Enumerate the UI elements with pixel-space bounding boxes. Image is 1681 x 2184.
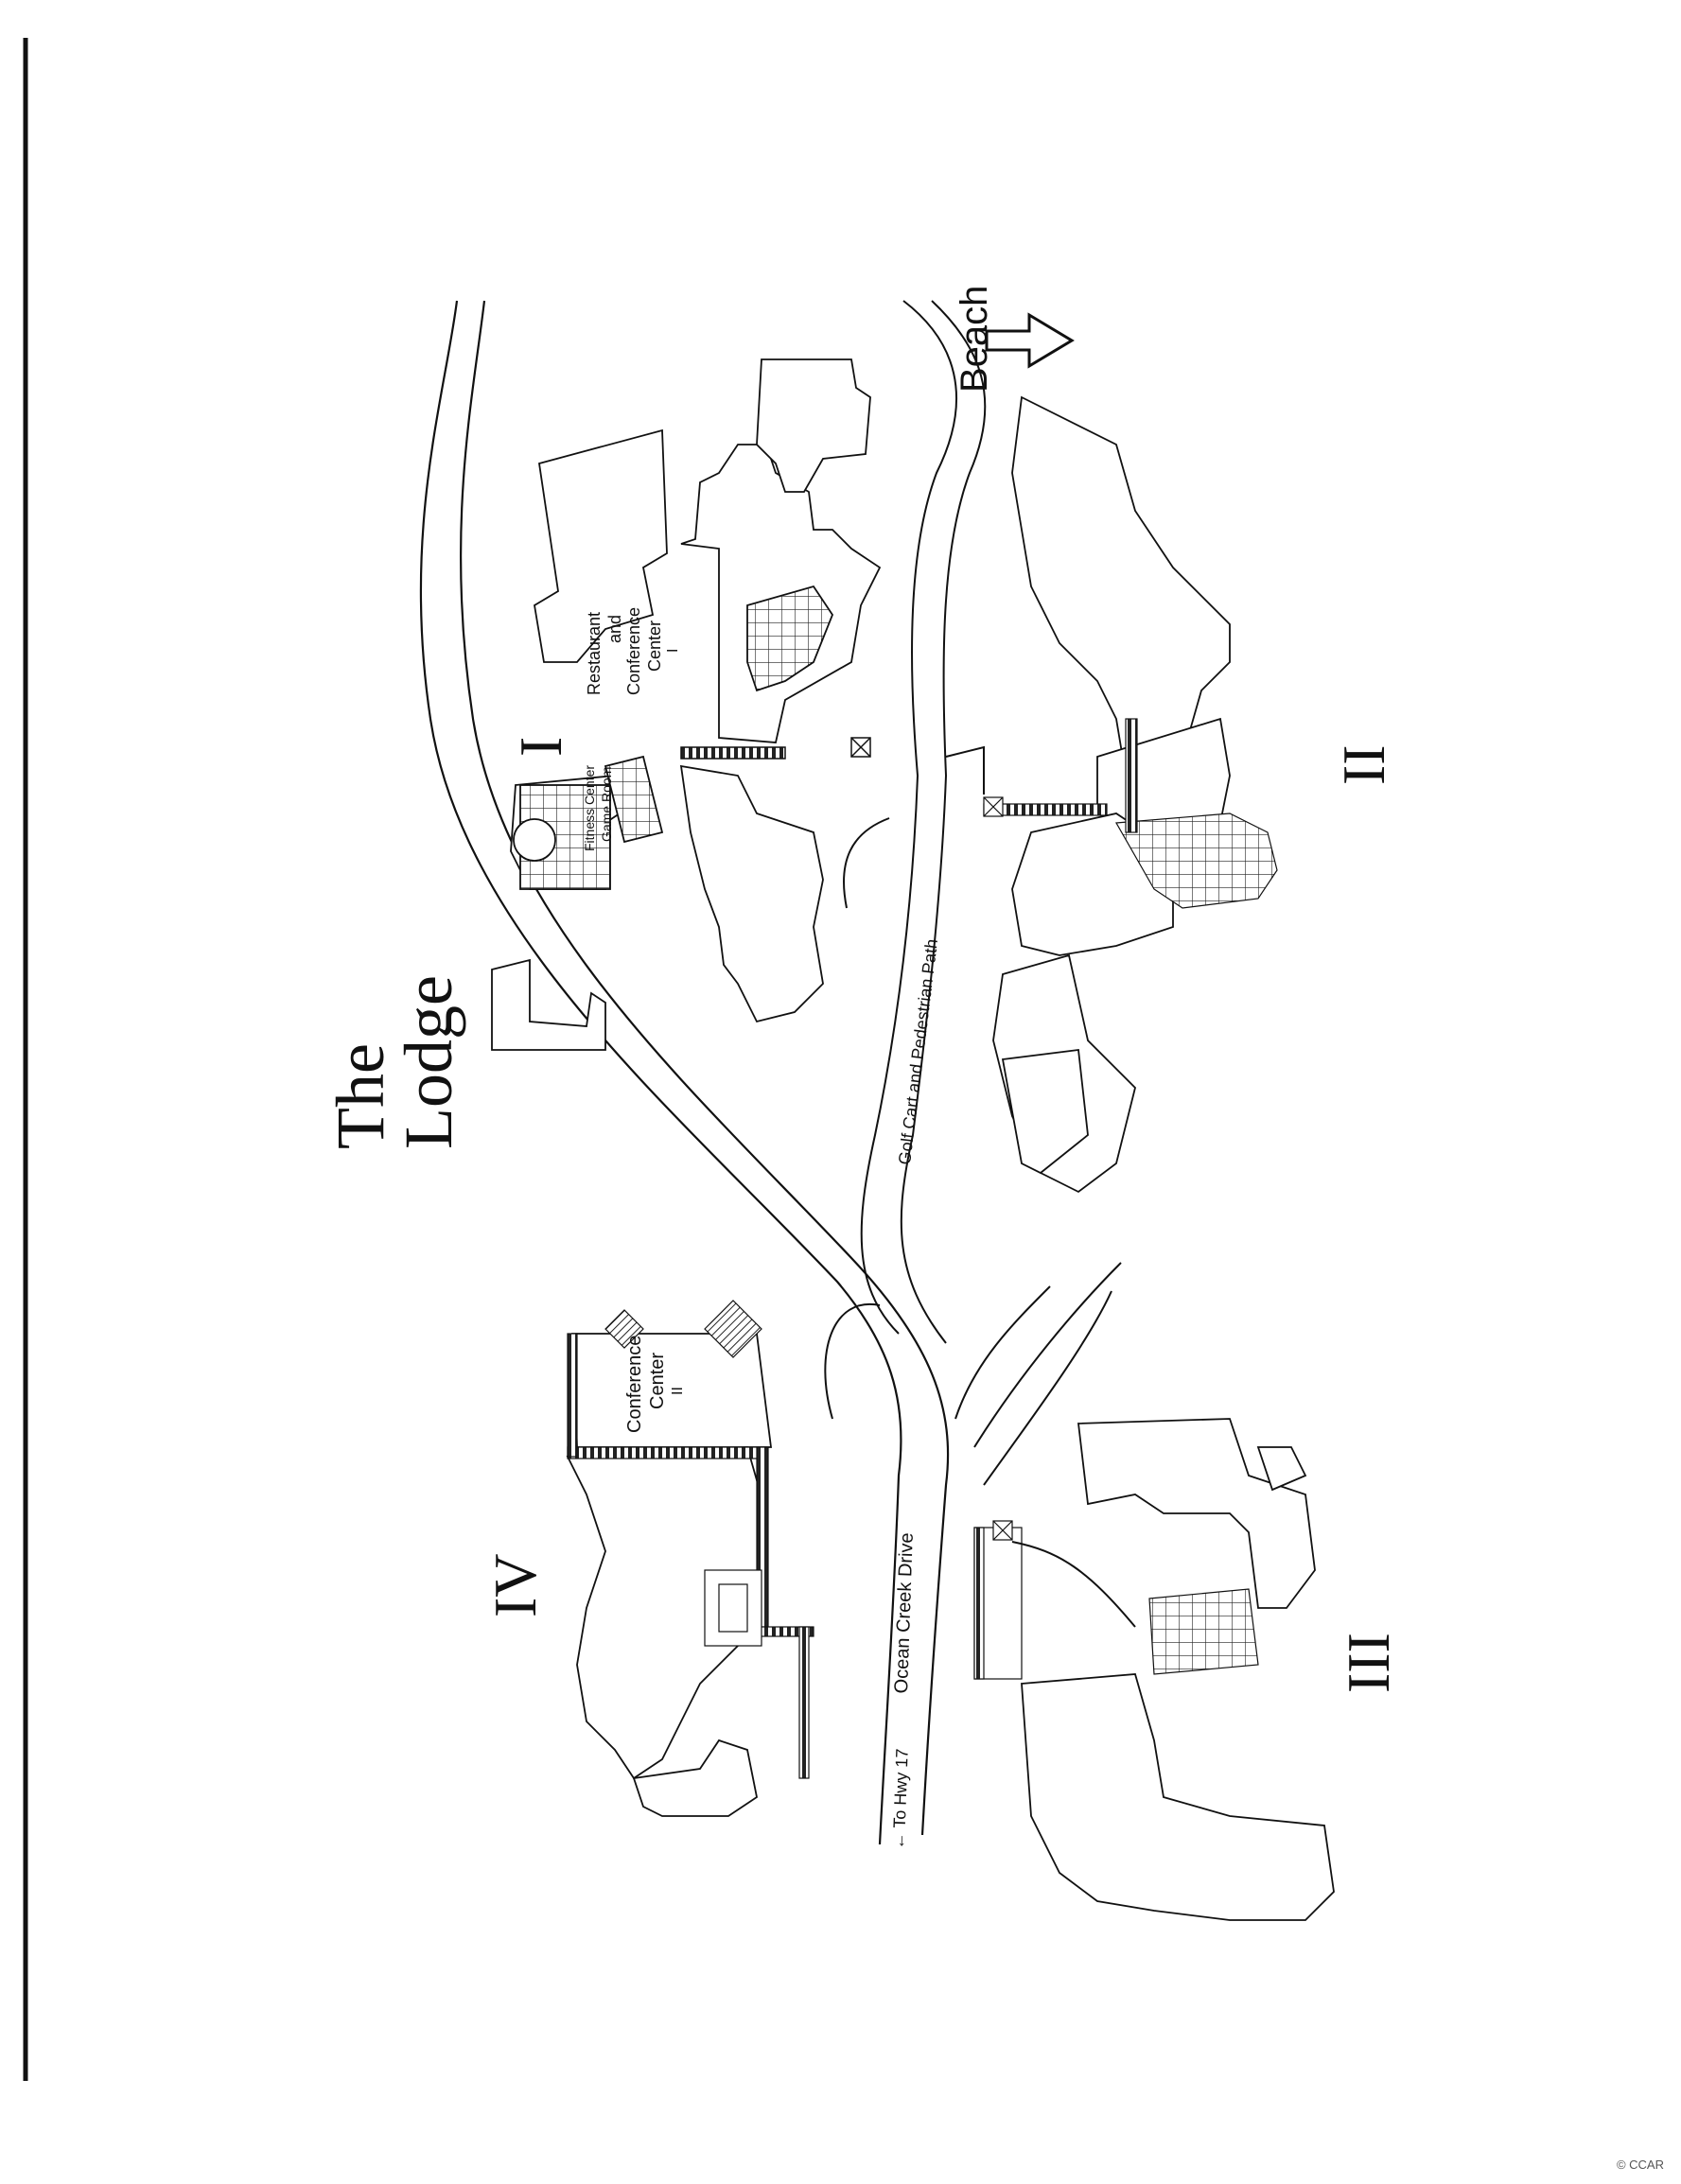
section-2-hatch [983,718,1278,909]
section-1-buildings [491,358,882,1051]
copyright-credit: © CCAR [1616,2158,1664,2172]
section-4-hatch [567,1300,814,1779]
golf-cart-path [824,300,1122,1486]
section-3-label: III [1335,1633,1402,1693]
restaurant-label: Restaurant [585,611,604,695]
main-road [419,300,950,1845]
beach-label: Beach [954,285,995,393]
restaurant-and: and [605,614,624,643]
title-the: The [323,1043,398,1149]
section-4-buildings [566,1333,773,1817]
restaurant-center: Center [645,620,664,672]
section-2-label: II [1330,744,1397,785]
restaurant-conference: Conference [624,606,643,695]
fitness-label: Fitness Center [582,764,597,851]
section-2-buildings [992,395,1231,1194]
section-3-buildings [1021,1418,1335,1921]
section-3-hatch [973,1520,1259,1680]
conf2-label: Conference [624,1335,645,1433]
game-room-label: Game Room [599,766,614,842]
section-1-label: I [507,736,574,757]
beach-arrow [985,312,1075,369]
hwy-label: ← To Hwy 17 [889,1748,912,1850]
conf2-roman: II [670,1387,686,1395]
restaurant-roman: I [665,648,681,653]
title-lodge: Lodge [391,975,466,1149]
conf2-center: Center [647,1352,668,1409]
section-4-label: IV [482,1553,549,1617]
section-1-walkways [680,737,871,760]
